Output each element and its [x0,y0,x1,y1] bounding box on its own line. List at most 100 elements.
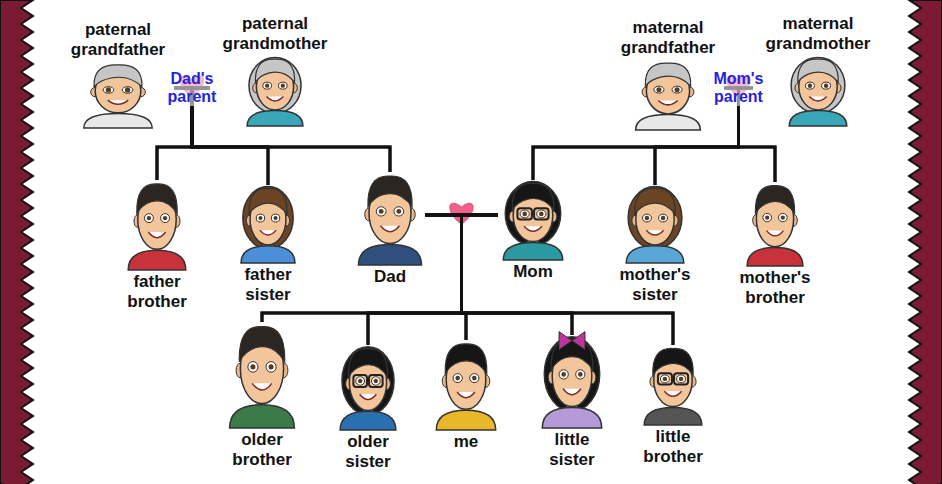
person-avatar [636,63,701,130]
person-label: maternal grandmother [753,14,883,54]
person-avatar [542,332,601,428]
shirt [247,111,303,126]
pupil [539,212,544,217]
hair [505,182,560,246]
eye [660,375,669,383]
pupil [250,364,255,369]
eye [778,213,787,221]
person-node: paternal grandfather [62,20,174,126]
hair-bow [559,332,585,350]
pupil [358,379,362,383]
person-label: paternal grandmother [210,14,340,54]
shirt [789,111,847,126]
pupil [645,216,649,220]
eye [256,214,264,222]
pupil [578,372,583,377]
person-node: father brother [117,180,197,312]
person-label: mother's brother [730,268,820,308]
smile [381,226,400,232]
person-avatar [644,348,702,425]
family-line [425,215,466,340]
eye [371,377,380,386]
shirt [636,115,701,130]
pupil [522,212,527,217]
shirt [644,407,702,425]
eye [520,210,529,218]
zigzag-strip [909,0,942,484]
hair [243,187,293,249]
person-avatar [626,187,684,263]
hair [94,65,142,87]
smile [360,394,377,399]
person-avatar [359,176,422,265]
person-avatar [747,186,803,266]
eye [271,214,279,222]
eye [144,214,153,223]
eye [654,86,664,93]
person-label: father brother [117,272,197,312]
eye [576,370,585,379]
person-node: Dad [355,172,425,287]
eye [659,214,668,222]
eye [266,362,276,373]
pupil [455,376,460,381]
eye [470,374,479,383]
pupil [765,215,769,219]
shirt [503,242,562,260]
smile [658,101,677,105]
eye [677,375,686,383]
person-node: little sister [532,335,612,470]
eye [278,82,287,89]
smile [267,97,284,101]
pupil [265,83,269,87]
pupil [396,209,401,214]
hair [551,339,593,370]
eye [805,82,814,89]
eye [103,87,114,94]
glasses [534,208,549,219]
person-avatar [436,344,495,430]
hair [635,188,675,214]
glasses [353,375,367,387]
shirt [128,250,186,270]
person-node: little brother [633,345,713,467]
eye [376,207,386,216]
smile [646,230,663,235]
person-node: mother's sister [610,185,700,305]
pupil [679,377,683,381]
shirt [359,245,422,265]
person-node: Mom [498,180,568,282]
person-label: older sister [328,432,408,472]
person-avatar [247,57,303,126]
glasses [517,208,532,219]
shirt [230,405,295,428]
hair [645,63,690,86]
hair [255,59,294,82]
person-label: maternal grandfather [612,18,724,58]
smile [563,389,581,395]
smile [148,232,165,238]
hair [628,187,682,249]
edge-label: Dad's parent [161,70,223,106]
zigzag-strip [0,0,33,484]
pupil [269,364,274,369]
shirt [84,113,152,128]
pupil [472,376,477,381]
eye [394,207,404,216]
family-line [262,215,462,322]
hair [544,337,599,411]
eye [537,210,546,218]
shirt [241,246,295,263]
pupil [656,87,661,92]
hair [798,59,838,82]
shirt [747,248,803,266]
smile [664,391,681,396]
person-node: mother's brother [730,182,820,308]
hair [368,176,412,207]
person-label: father sister [228,265,308,305]
pupil [374,379,378,383]
hair [249,57,301,113]
person-avatar [789,57,847,126]
person-node: maternal grandmother [753,14,883,124]
glasses-bridge [672,378,674,380]
